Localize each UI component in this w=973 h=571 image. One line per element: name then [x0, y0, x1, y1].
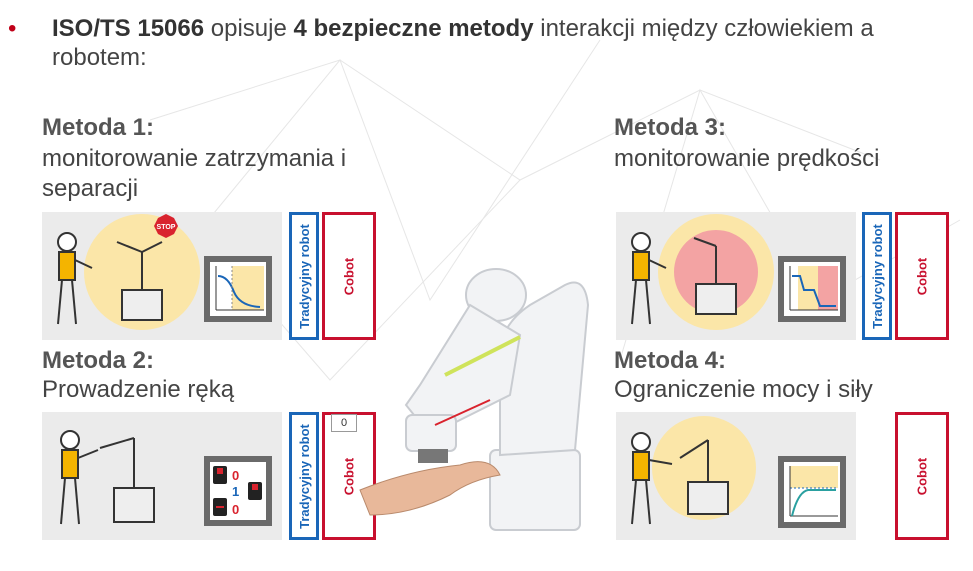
robot-arm-icon [693, 237, 737, 315]
method-3-illustration [631, 214, 774, 330]
method-1-illustration: STOP [57, 214, 200, 330]
graph-curve [215, 266, 264, 311]
method-3-desc: monitorowanie prędkości [614, 145, 880, 172]
methods-count: 4 bezpieczne metody [293, 15, 534, 42]
method-4-illustration [631, 416, 756, 525]
enable-switch-icon: 0 1 0 [213, 466, 262, 517]
method-1-title: Metoda 1: [42, 114, 155, 141]
graph-curve [789, 466, 838, 517]
method-2-illustration [60, 430, 155, 525]
method-3-graph [778, 256, 846, 322]
digit-middle: 1 [232, 484, 239, 499]
method-1-panel: STOP [42, 212, 282, 340]
robot-arm-icon [99, 437, 155, 523]
method-2-cobot-label: Cobot [322, 412, 376, 540]
stop-sign-icon [154, 214, 178, 238]
method-4-graph [778, 456, 846, 528]
method-1-graph [204, 256, 272, 322]
method-3-traditional-label: Tradycyjny robot [862, 212, 892, 340]
worker-icon [631, 232, 667, 325]
intro-text-a: opisuje [204, 15, 294, 42]
cobot-image [359, 268, 590, 531]
method-3-title: Metoda 3: [614, 114, 727, 141]
method-4-cobot-label: Cobot [895, 412, 949, 540]
counter-box: 0 [331, 414, 357, 432]
method-4-title: Metoda 4: [614, 347, 727, 374]
intro-text: ISO/TS 15066 opisuje 4 bezpieczne metody… [52, 14, 912, 72]
method-1-desc: monitorowanie zatrzymania i separacji [42, 145, 347, 202]
method-4-desc: Ograniczenie mocy i siły [614, 376, 873, 403]
method-2-panel: 0 1 0 [42, 412, 282, 540]
standard-name: ISO/TS 15066 [52, 15, 205, 42]
method-1-traditional-label: Tradycyjny robot [289, 212, 319, 340]
bullet-dot: • [8, 15, 17, 42]
method-1-cobot-label: Cobot [322, 212, 376, 340]
method-4-panel [616, 412, 856, 540]
robot-arm-icon [679, 439, 729, 515]
worker-icon [57, 232, 93, 325]
robot-arm-icon [116, 241, 163, 321]
digit-bottom: 0 [232, 502, 239, 517]
digit-top: 0 [232, 468, 239, 483]
method-3-cobot-label: Cobot [895, 212, 949, 340]
method-2-buttons: 0 1 0 [204, 456, 272, 526]
method-2-traditional-label: Tradycyjny robot [289, 412, 319, 540]
intro-text-b: interakcji między człowiekiem a robotem: [52, 15, 874, 71]
worker-icon [631, 432, 673, 525]
graph-curve [789, 266, 838, 311]
method-2-desc: Prowadzenie ręką [42, 376, 235, 403]
method-2-title: Metoda 2: [42, 347, 155, 374]
method-3-panel [616, 212, 856, 340]
hand-icon [359, 461, 501, 516]
stop-sign-text: STOP [157, 224, 176, 231]
worker-icon [60, 430, 99, 525]
